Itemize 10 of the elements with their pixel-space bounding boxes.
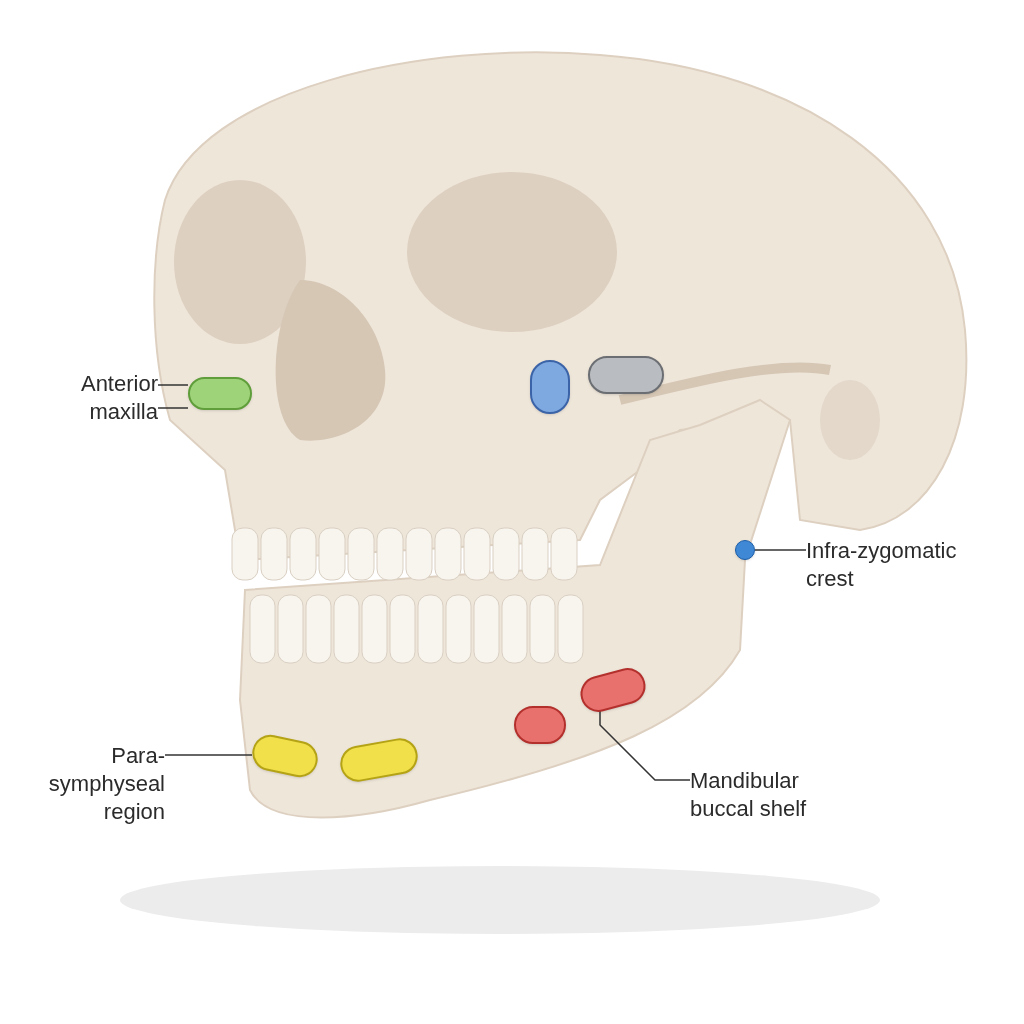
miniplate <box>188 377 252 410</box>
leader-line <box>157 407 189 409</box>
leader-line <box>157 384 189 386</box>
leader-line <box>754 549 807 551</box>
anatomy-label: Para- symphyseal region <box>47 742 165 826</box>
miniplate <box>588 356 664 394</box>
anatomy-label: Anterior maxilla <box>79 370 158 426</box>
leader-line <box>164 754 253 756</box>
anatomy-label: Mandibular buccal shelf <box>690 767 808 823</box>
anatomy-label: Infra-zygomatic crest <box>806 537 958 593</box>
